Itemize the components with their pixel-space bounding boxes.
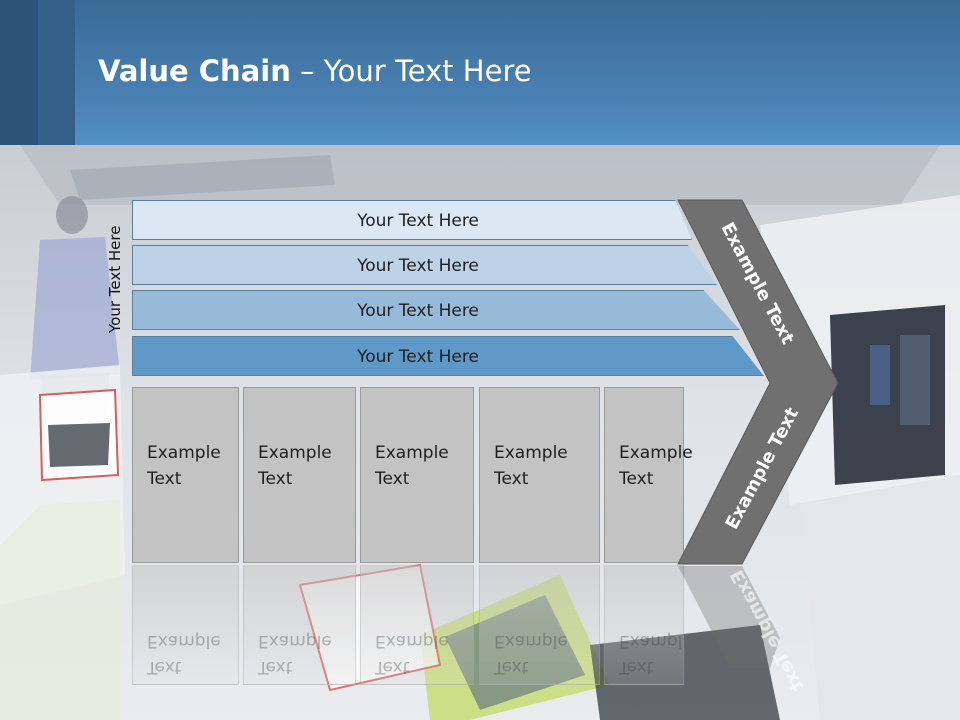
example-box-5[interactable]: Example Text [604, 387, 693, 563]
side-label[interactable]: Your Text Here [106, 225, 124, 333]
box-text-line-1: Example [375, 443, 449, 463]
box-reflection: Text Example [132, 565, 239, 685]
banner-label: Your Text Here [357, 301, 479, 321]
chevron-shape [677, 199, 839, 565]
box-text-line-1: Example [619, 443, 693, 463]
title-rest: – Your Text Here [290, 54, 532, 88]
banner-label: Your Text Here [357, 256, 479, 276]
title-bold: Value Chain [98, 54, 291, 88]
value-chain-chevron[interactable] [670, 198, 840, 668]
box-reflection: Text Example [360, 565, 474, 685]
banner-row-3[interactable]: Your Text Here [132, 290, 740, 330]
box-reflection: Text Example [243, 565, 356, 685]
banner-label: Your Text Here [357, 347, 479, 367]
example-box-4[interactable]: Example Text [479, 387, 600, 563]
box-text-line-2: Text [619, 469, 654, 489]
banner-row-1[interactable]: Your Text Here [132, 200, 692, 240]
reflection-line-1: Example [375, 631, 449, 651]
reflection-line-1: Example [147, 631, 221, 651]
box-text-line-1: Example [147, 443, 221, 463]
reflection-line-2: Text [494, 657, 529, 677]
box-reflection: Text Example [479, 565, 600, 685]
banner-label: Your Text Here [357, 211, 479, 231]
banner-row-4[interactable]: Your Text Here [132, 336, 764, 376]
box-text-line-2: Text [375, 469, 410, 489]
chevron-reflection [678, 566, 780, 668]
reflection-line-2: Text [375, 657, 410, 677]
box-text-line-1: Example [258, 443, 332, 463]
box-text-line-2: Text [147, 469, 182, 489]
reflection-line-2: Text [258, 657, 293, 677]
banner-row-2[interactable]: Your Text Here [132, 245, 717, 285]
reflection-line-1: Example [494, 631, 568, 651]
header-accent-stripe [0, 0, 38, 145]
reflection-line-1: Example [258, 631, 332, 651]
slide-title[interactable]: Value Chain – Your Text Here [98, 54, 532, 88]
example-box-1[interactable]: Example Text [132, 387, 239, 563]
box-text-line-2: Text [258, 469, 293, 489]
box-text-line-1: Example [494, 443, 568, 463]
box-text-line-2: Text [494, 469, 529, 489]
example-box-3[interactable]: Example Text [360, 387, 474, 563]
title-bar: Value Chain – Your Text Here [0, 0, 960, 145]
header-accent-stripe [38, 0, 75, 145]
reflection-line-2: Text [147, 657, 182, 677]
example-box-2[interactable]: Example Text [243, 387, 356, 563]
